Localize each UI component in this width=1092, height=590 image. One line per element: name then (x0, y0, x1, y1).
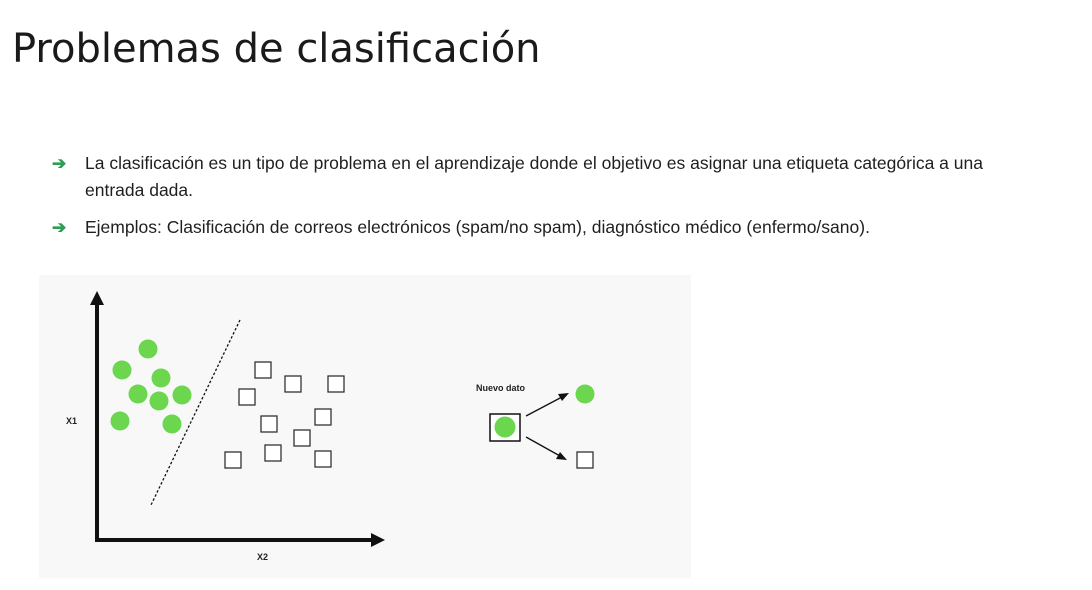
new-data-point (494, 416, 516, 438)
arrowhead-to-circle (558, 393, 569, 401)
new-data-label: Nuevo dato (476, 383, 526, 393)
class-b-points (224, 361, 345, 469)
arrowhead-to-square (556, 452, 567, 460)
classification-diagram: X1 X2 Nuevo dato (39, 275, 691, 578)
bullet-text: Ejemplos: Clasificación de correos elect… (85, 217, 870, 237)
outcome-square (576, 451, 594, 469)
x-axis-label: X2 (257, 552, 268, 562)
class-a-point (112, 360, 132, 380)
class-b-point (284, 375, 302, 393)
class-a-point (151, 368, 171, 388)
class-b-point (260, 415, 278, 433)
class-b-point (293, 429, 311, 447)
bullet-item: ➔ Ejemplos: Clasificación de correos ele… (52, 214, 1042, 241)
class-a-point (162, 414, 182, 434)
class-b-point (238, 388, 256, 406)
class-b-point (314, 450, 332, 468)
class-b-point (264, 444, 282, 462)
bullet-item: ➔ La clasificación es un tipo de problem… (52, 150, 1042, 204)
arrow-to-square (525, 436, 561, 457)
class-b-point (224, 451, 242, 469)
axes (90, 291, 385, 547)
class-a-point (149, 391, 169, 411)
y-axis-arrowhead (90, 291, 104, 305)
class-a-point (110, 411, 130, 431)
arrow-right-icon: ➔ (52, 218, 67, 237)
outcome-arrows (525, 393, 569, 460)
class-b-point (314, 408, 332, 426)
class-a-point (138, 339, 158, 359)
arrow-right-icon: ➔ (52, 154, 67, 173)
class-a-point (128, 384, 148, 404)
class-a-points (110, 339, 192, 434)
bullet-text: La clasificación es un tipo de problema … (85, 153, 983, 200)
outcome-circle (575, 384, 595, 404)
decision-boundary (150, 319, 241, 506)
class-b-point (254, 361, 272, 379)
class-a-point (172, 385, 192, 405)
class-b-point (327, 375, 345, 393)
slide-title: Problemas de clasificación (12, 26, 541, 72)
arrow-to-circle (525, 396, 563, 417)
bullet-list: ➔ La clasificación es un tipo de problem… (52, 150, 1042, 251)
diagram-svg: X1 X2 Nuevo dato (66, 291, 595, 562)
x-axis-arrowhead (371, 533, 385, 547)
y-axis-label: X1 (66, 416, 77, 426)
